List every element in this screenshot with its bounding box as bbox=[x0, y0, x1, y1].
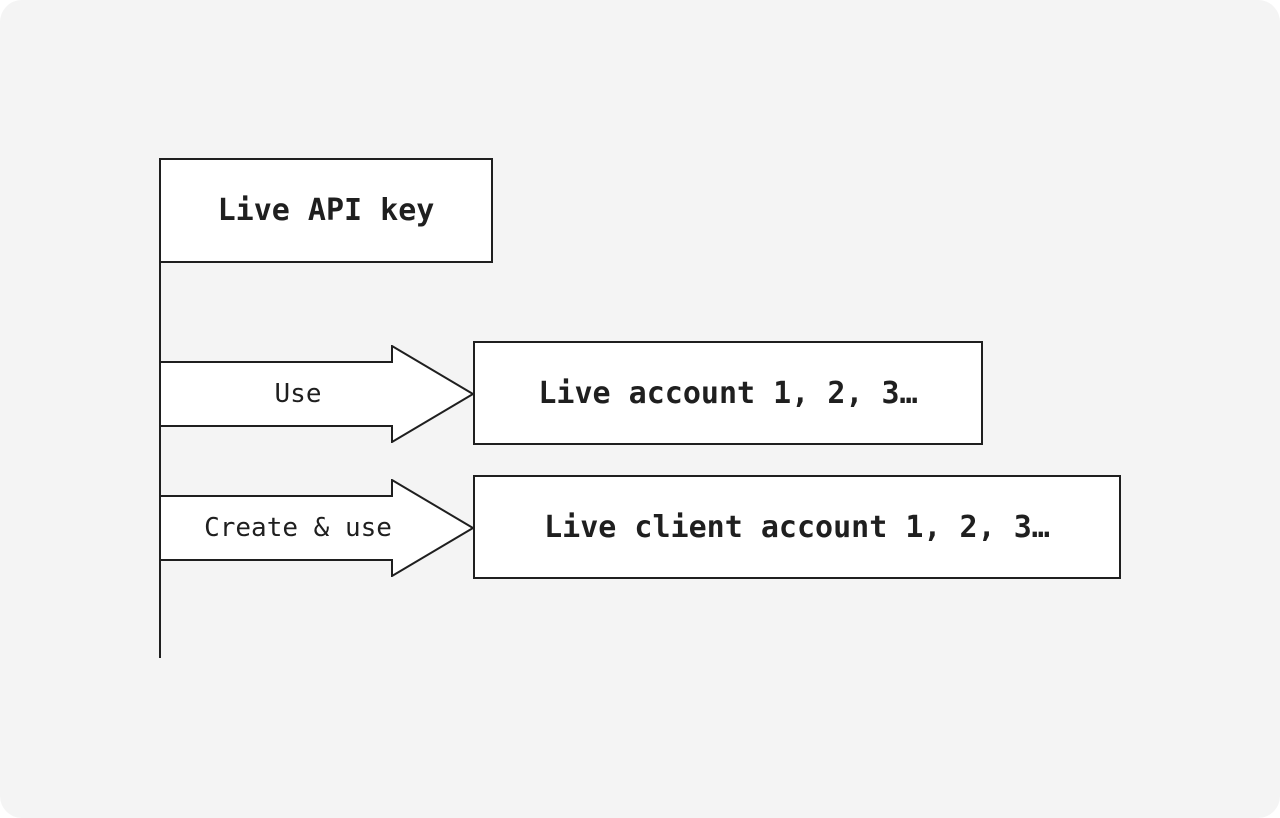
live-client-account-box: Live client account 1, 2, 3… bbox=[473, 475, 1121, 579]
create-and-use-arrow: Create & use bbox=[160, 479, 478, 577]
arrow-right-icon bbox=[160, 479, 475, 577]
use-arrow-label: Use bbox=[274, 379, 322, 409]
create-and-use-arrow-label: Create & use bbox=[204, 513, 392, 543]
live-api-key-box: Live API key bbox=[159, 158, 493, 263]
live-client-account-label: Live client account 1, 2, 3… bbox=[544, 509, 1050, 545]
live-api-key-label: Live API key bbox=[217, 193, 435, 228]
live-account-label: Live account 1, 2, 3… bbox=[538, 375, 918, 411]
use-arrow: Use bbox=[160, 345, 478, 443]
arrow-right-icon bbox=[160, 345, 475, 443]
live-account-box: Live account 1, 2, 3… bbox=[473, 341, 983, 445]
